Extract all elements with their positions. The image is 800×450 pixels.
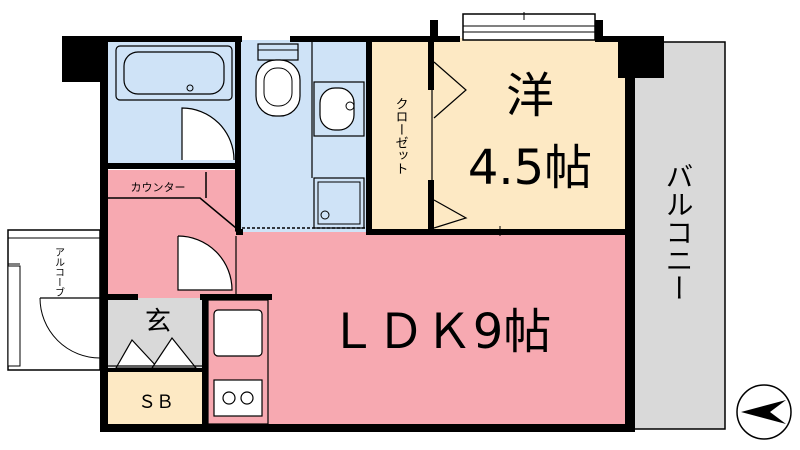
balcony-label: バルコニー (662, 162, 695, 302)
closet-doors (431, 61, 468, 229)
bay-window (462, 13, 596, 41)
bathroom-door (181, 107, 235, 161)
stove-icon (213, 379, 263, 417)
shoe-box (108, 370, 205, 428)
closet-label: クローゼット (393, 97, 409, 175)
toilet-icon (255, 43, 301, 117)
interior-walls (100, 40, 630, 428)
washbasin-icon (313, 81, 365, 137)
shoe-box-doors (108, 336, 204, 369)
closet (370, 40, 432, 230)
counter-label: カウンター (131, 181, 186, 194)
balcony (630, 41, 726, 430)
hall-door (177, 235, 233, 291)
western-room-size: 4.5帖 (468, 140, 592, 196)
north-arrow-icon (736, 384, 792, 440)
entrance-label: 玄 (145, 307, 171, 337)
ldk-room (207, 232, 630, 428)
bathtub-icon (115, 45, 233, 101)
western-room (432, 38, 630, 230)
alcove (7, 229, 101, 371)
kitchen (207, 299, 269, 425)
western-room-name: 洋 (506, 68, 554, 124)
alcove-label: アルコーブ (53, 247, 65, 297)
counter (108, 172, 237, 236)
ldk-label: ＬＤＫ9帖 (329, 304, 552, 360)
shoe-box-label: ＳＢ (138, 392, 174, 413)
window-marks (499, 12, 631, 424)
washing-machine-pan (313, 177, 365, 229)
sink-icon (213, 309, 263, 357)
